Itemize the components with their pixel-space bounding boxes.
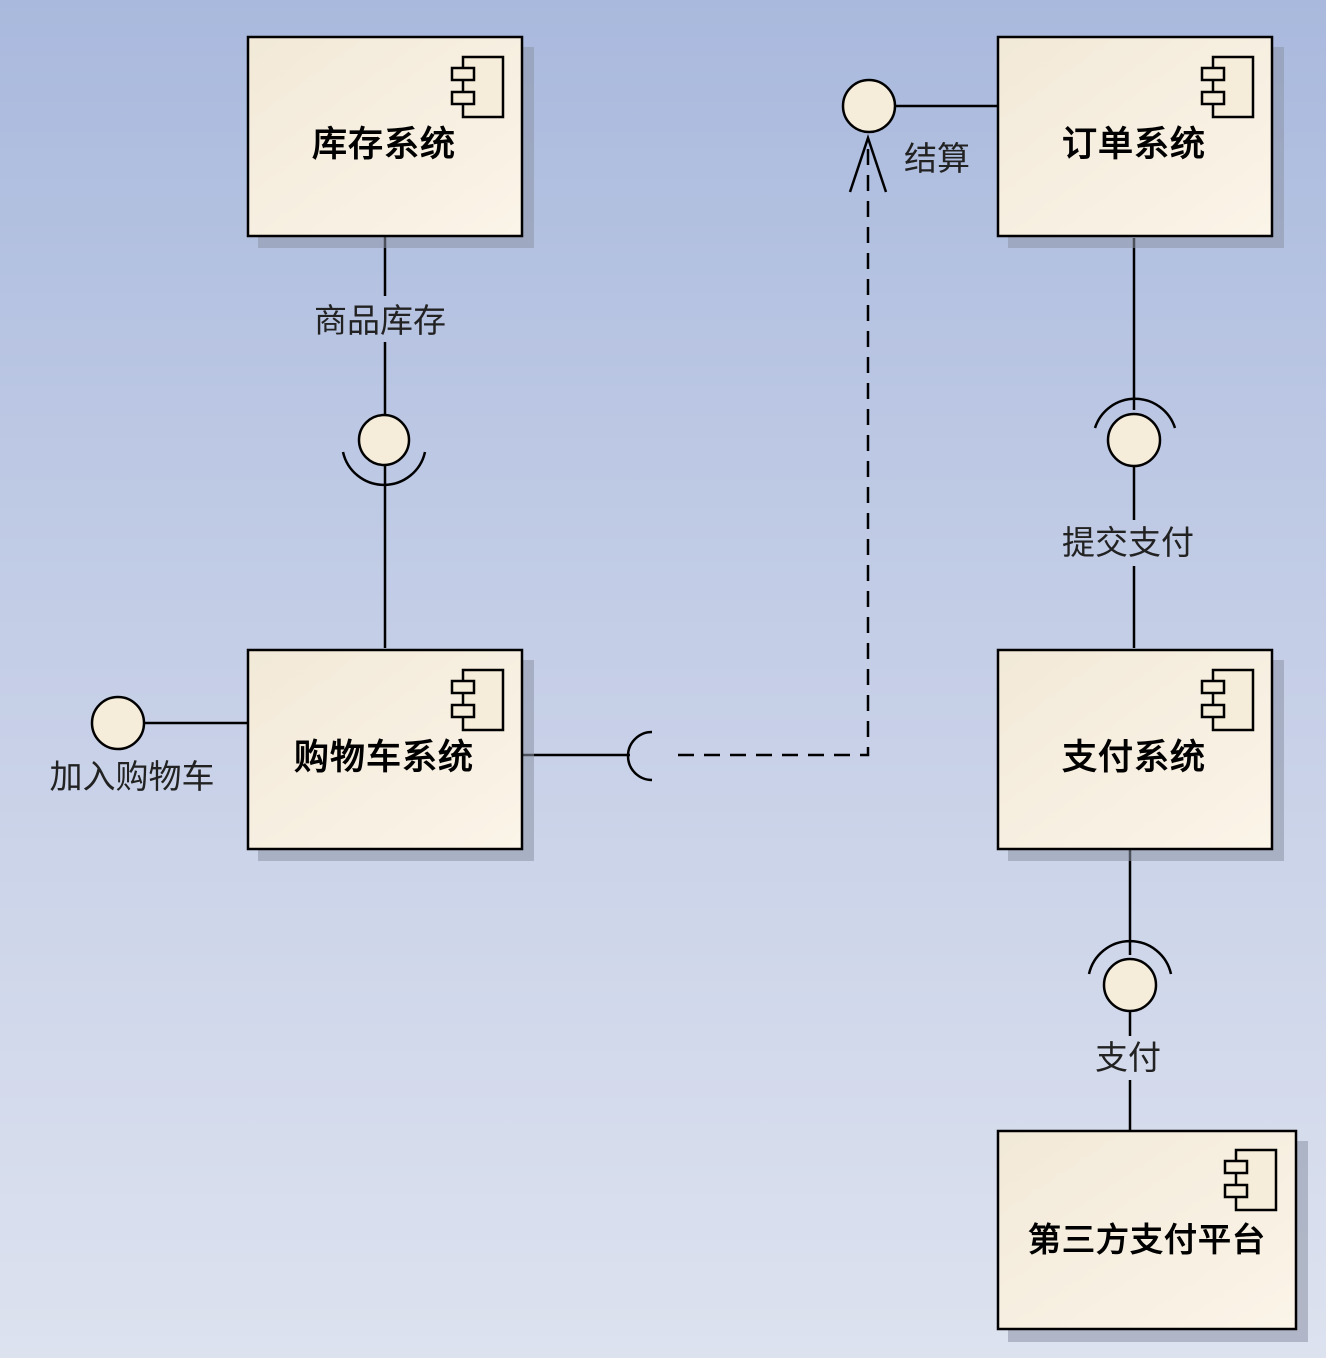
component-name: 购物车系统 — [294, 738, 474, 778]
submit-required-socket — [1093, 397, 1177, 429]
stock-required-socket — [341, 451, 427, 487]
component-cart[interactable]: 购物车系统 — [246, 648, 534, 861]
component-icon — [1200, 55, 1255, 119]
goods-stock-label: 商品库存 — [314, 301, 446, 340]
checkout-dependency-arrowhead — [848, 134, 888, 193]
checkout-label: 结算 — [904, 139, 970, 178]
add-to-cart-label: 加入购物车 — [50, 757, 215, 796]
checkout-provided-ball — [841, 78, 897, 134]
interface-labels: 商品库存 结算 提交支付 加入购物车 支付 — [50, 139, 1195, 1077]
pay-required-socket — [1087, 939, 1173, 975]
component-inventory[interactable]: 库存系统 — [246, 35, 534, 248]
stock-provided-ball — [357, 413, 411, 467]
component-order[interactable]: 订单系统 — [996, 35, 1284, 248]
pay-provided-ball — [1102, 957, 1158, 1013]
connectors — [145, 104, 1136, 1130]
component-payment[interactable]: 支付系统 — [996, 648, 1284, 861]
component-third-party[interactable]: 第三方支付平台 — [996, 1129, 1308, 1342]
pay-label: 支付 — [1095, 1038, 1161, 1077]
addcart-provided-ball — [90, 695, 146, 751]
component-name: 第三方支付平台 — [1028, 1220, 1266, 1259]
component-icon — [450, 55, 505, 119]
checkout-dependency-line — [678, 138, 870, 757]
cart-required-socket — [626, 730, 653, 782]
component-icon — [450, 668, 505, 732]
component-name: 订单系统 — [1062, 125, 1206, 165]
component-name: 支付系统 — [1062, 738, 1206, 778]
interface-symbols — [90, 78, 1177, 1013]
component-icon — [1223, 1148, 1278, 1212]
component-icon — [1200, 668, 1255, 732]
submit-provided-ball — [1106, 412, 1162, 468]
submit-payment-label: 提交支付 — [1062, 523, 1194, 562]
component-name: 库存系统 — [312, 125, 456, 165]
